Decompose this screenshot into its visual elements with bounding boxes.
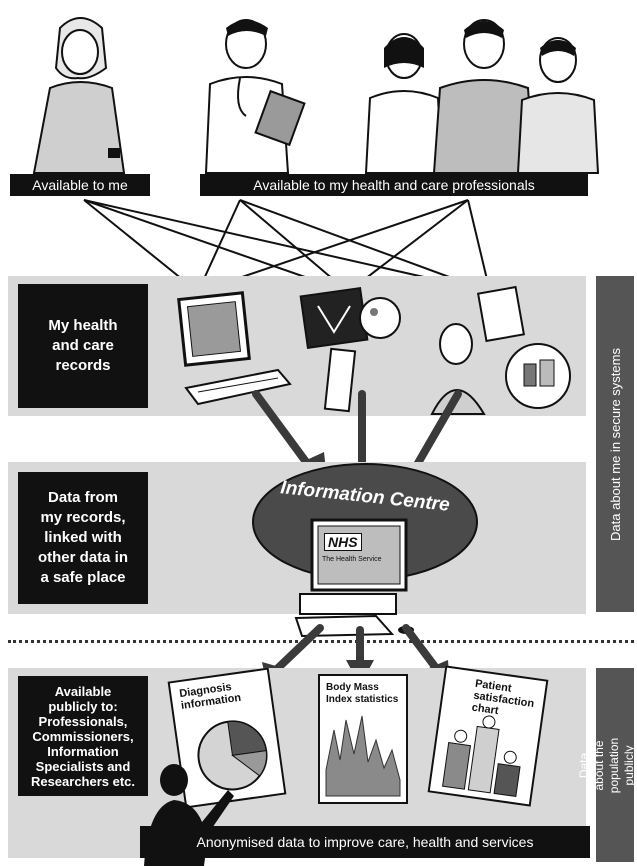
population-data-label: Data about the population publicly avail…: [577, 737, 637, 793]
divider-dotted: [8, 640, 634, 643]
bmi-area-chart: [325, 715, 401, 797]
nhs-computer-illustration: [294, 518, 414, 638]
care-team-illustration: [364, 19, 600, 174]
linked-data-label: Data from my records, linked with other …: [18, 472, 148, 604]
computer-illustration: [177, 291, 292, 406]
xray-illustration: [299, 286, 401, 413]
population-data-bar: Data about the population publicly avail…: [578, 668, 637, 862]
diagnosis-chart-title: Diagnosis information: [178, 680, 242, 713]
diagnosis-chart-card: Diagnosis information: [167, 667, 287, 809]
arrows-to-charts: [262, 624, 450, 690]
satisfaction-bar-chart: [442, 715, 521, 798]
diagnosis-pie: [197, 720, 268, 791]
secure-systems-bar: Data about me in secure systems: [596, 276, 634, 612]
patient-illustration: [32, 17, 126, 174]
records-label: My health and care records: [18, 284, 148, 408]
available-to-me-label: Available to me: [10, 174, 150, 196]
nhs-logo: NHS: [324, 533, 362, 551]
nhs-screen-subtitle: The Health Service: [322, 556, 382, 563]
public-label: Available publicly to: Professionals, Co…: [18, 676, 148, 796]
available-to-professionals-label: Available to my health and care professi…: [200, 174, 588, 196]
bmi-chart-title: Body Mass Index statistics: [326, 682, 399, 705]
doctor-illustration: [204, 19, 306, 174]
satisfaction-chart-title: Patient satisfaction chart: [470, 677, 535, 718]
bmi-chart-card: Body Mass Index statistics: [318, 674, 408, 804]
person-with-pills-illustration: [430, 285, 571, 415]
anonymised-data-banner: Anonymised data to improve care, health …: [140, 826, 590, 858]
satisfaction-chart-card: Patient satisfaction chart: [427, 665, 549, 807]
